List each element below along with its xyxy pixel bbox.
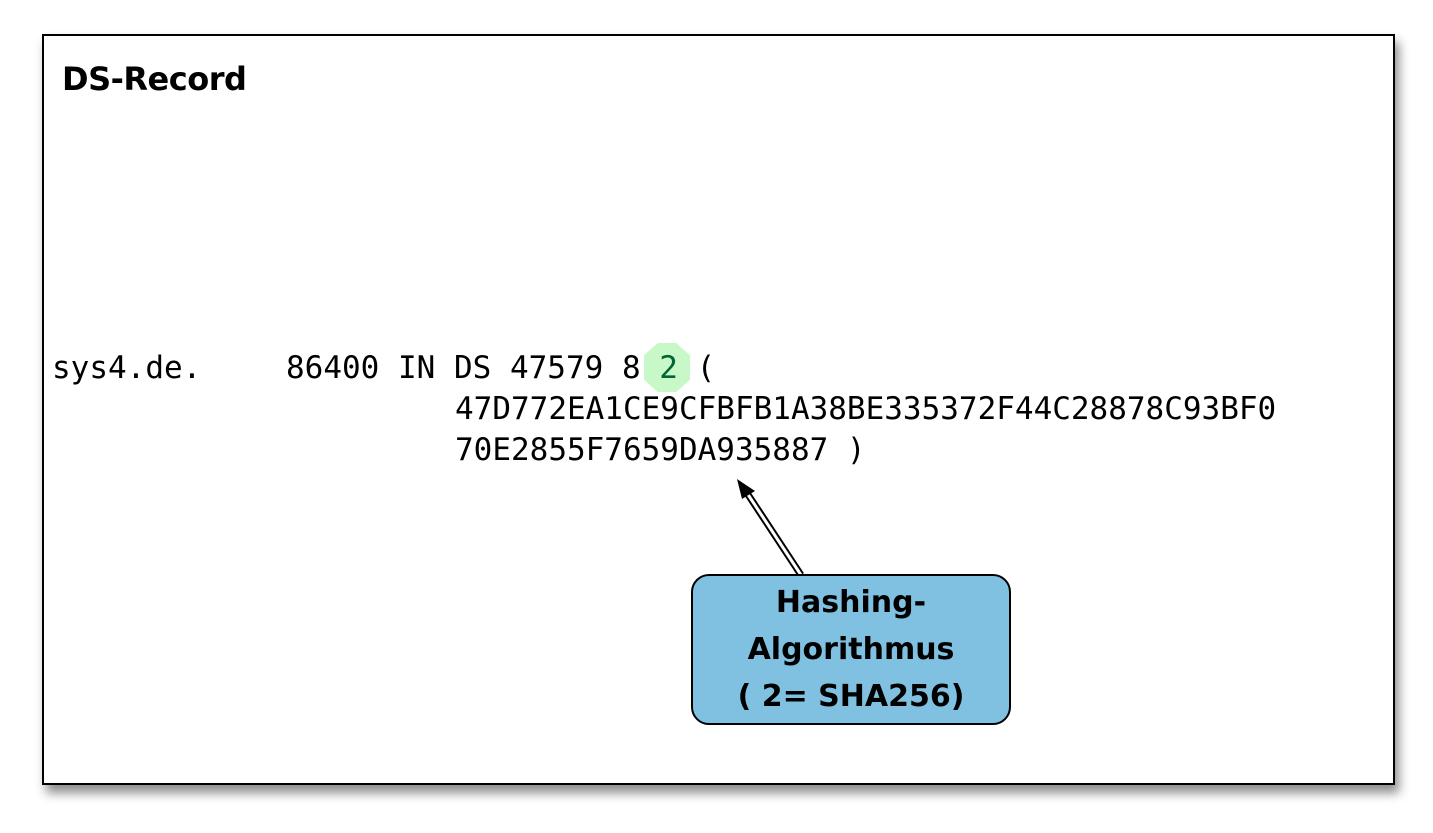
record-line-1: 86400 IN DS 47579 8 2 ( [286, 348, 715, 389]
slide-title: DS-Record [62, 60, 247, 98]
record-ttl-class-type: 86400 IN DS 47579 8 [286, 350, 660, 386]
callout-box: Hashing- Algorithmus ( 2= SHA256) [691, 574, 1011, 725]
record-digest-line-2: 70E2855F7659DA935887 ) [455, 432, 866, 468]
callout-line: ( 2= SHA256) [737, 679, 965, 714]
record-owner: sys4.de. [52, 350, 202, 386]
algorithm-highlight [644, 343, 690, 392]
record-paren: ( [677, 350, 716, 386]
arrow-head [737, 479, 755, 499]
callout-line: Algorithmus [747, 632, 955, 667]
record-algorithm: 2 [659, 350, 678, 386]
callout-line: Hashing- [775, 585, 927, 620]
record-digest-line-1: 47D772EA1CE9CFBFB1A38BE335372F44C28878C9… [455, 391, 1277, 427]
